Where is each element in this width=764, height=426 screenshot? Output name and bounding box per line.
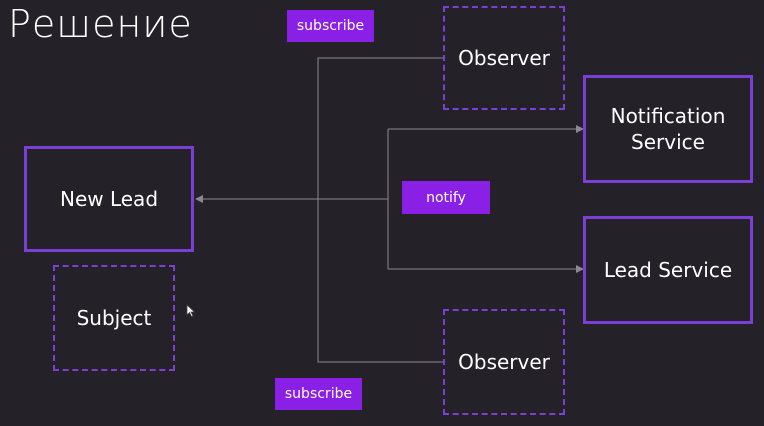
subject-box: Subject: [53, 265, 175, 371]
new-lead-box: New Lead: [24, 146, 194, 252]
observer-top-box: Observer: [443, 6, 565, 110]
subscribe-bottom-tag: subscribe: [275, 378, 362, 410]
observer-bottom-box: Observer: [443, 309, 565, 415]
new-lead-label: New Lead: [59, 187, 159, 211]
observer-bottom-label: Observer: [458, 350, 550, 374]
observer-top-label: Observer: [458, 46, 550, 70]
slide-title: Решение: [8, 2, 193, 46]
lead-service-label: Lead Service: [603, 258, 733, 282]
notify-tag: notify: [402, 181, 490, 214]
subject-label: Subject: [76, 306, 152, 330]
notification-service-box: Notification Service: [583, 75, 753, 183]
subscribe-top-tag: subscribe: [287, 10, 374, 42]
notification-service-label: Notification Service: [610, 104, 726, 154]
lead-service-box: Lead Service: [583, 216, 753, 324]
observer-spine-line: [317, 57, 443, 363]
mouse-cursor-icon: [186, 304, 196, 318]
